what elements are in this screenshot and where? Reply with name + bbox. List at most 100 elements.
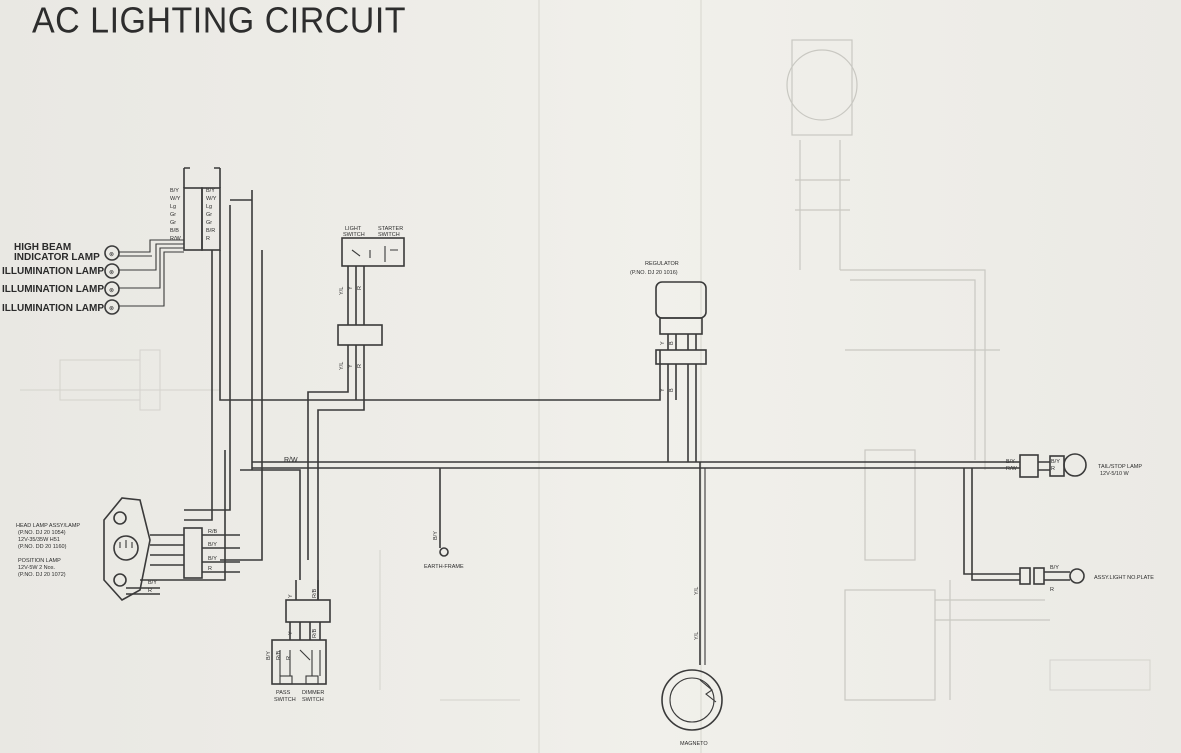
main-connector bbox=[183, 167, 221, 251]
illumination-label-2: ILLUMINATION LAMP bbox=[2, 284, 104, 295]
high-beam-label-2: INDICATOR LAMP bbox=[14, 252, 100, 263]
svg-text:R: R bbox=[148, 588, 152, 594]
svg-text:STARTER: STARTER bbox=[378, 226, 403, 232]
svg-text:PASS: PASS bbox=[276, 690, 291, 696]
svg-text:B/Y: B/Y bbox=[1050, 565, 1059, 571]
svg-text:B: B bbox=[669, 341, 675, 345]
illumination-lamp-2: ⊗ bbox=[104, 281, 120, 297]
head-lamp-assembly: R/B B/Y B/Y R B/Y R HEAD LAMP ASSY/LAMP … bbox=[16, 497, 240, 602]
svg-text:R: R bbox=[1051, 466, 1055, 472]
illumination-lamp-1: ⊗ bbox=[104, 263, 120, 279]
svg-text:R/B: R/B bbox=[276, 651, 282, 661]
main-rw-wire: R/W bbox=[252, 457, 1020, 469]
connector-left-wire-label: Gr bbox=[170, 220, 176, 226]
lamp-wiring bbox=[118, 239, 184, 307]
svg-text:ASSY.LIGHT NO.PLATE: ASSY.LIGHT NO.PLATE bbox=[1094, 575, 1154, 581]
svg-text:B/Y: B/Y bbox=[208, 542, 217, 548]
svg-text:R: R bbox=[357, 364, 363, 368]
svg-text:LIGHT: LIGHT bbox=[345, 226, 362, 232]
connector-right-wire-label: Gr bbox=[206, 212, 212, 218]
earth-frame: B/Y EARTH-FRAME bbox=[424, 468, 464, 570]
fold-line bbox=[700, 0, 702, 753]
connector-right-wire-label: B/Y bbox=[206, 188, 215, 194]
connector-left-wire-label: Lg bbox=[170, 204, 176, 210]
svg-text:(P.NO. DJ 20 1054): (P.NO. DJ 20 1054) bbox=[18, 530, 66, 536]
ghost-background bbox=[20, 39, 1151, 701]
light-starter-switch: LIGHT SWITCH STARTER SWITCH Y/L Y R Y/L … bbox=[307, 226, 405, 600]
svg-text:12V-35/35W H51: 12V-35/35W H51 bbox=[18, 537, 60, 543]
svg-text:REGULATOR: REGULATOR bbox=[645, 261, 679, 267]
pass-dimmer-switch: Y R/B Y R/B B/Y R/B R PASS SWITCH DIMMER… bbox=[266, 580, 331, 703]
svg-text:(P.NO. DJ 20 1016): (P.NO. DJ 20 1016) bbox=[630, 270, 678, 276]
svg-text:R: R bbox=[286, 656, 292, 660]
svg-text:Y/L: Y/L bbox=[339, 287, 345, 295]
illumination-label-3: ILLUMINATION LAMP bbox=[2, 303, 104, 314]
connector-right-wire-label: B/R bbox=[206, 228, 215, 234]
svg-text:Y: Y bbox=[348, 364, 354, 368]
svg-text:12V-5/10 W: 12V-5/10 W bbox=[1100, 471, 1130, 477]
svg-text:⊗: ⊗ bbox=[109, 270, 114, 276]
high-beam-label-1: HIGH BEAM bbox=[14, 242, 71, 253]
svg-text:B/Y: B/Y bbox=[148, 580, 157, 586]
high-beam-indicator-lamp: ⊗ bbox=[104, 245, 120, 261]
connector-left-wire-label: Gr bbox=[170, 212, 176, 218]
svg-text:B/Y: B/Y bbox=[433, 531, 439, 540]
connector-left-wire-label: R/W bbox=[170, 236, 182, 242]
illumination-label-1: ILLUMINATION LAMP bbox=[2, 266, 104, 277]
svg-text:(P.NO. DJ 20 1072): (P.NO. DJ 20 1072) bbox=[18, 572, 66, 578]
svg-text:SWITCH: SWITCH bbox=[274, 697, 296, 703]
svg-text:Y: Y bbox=[660, 388, 666, 392]
svg-text:R/W: R/W bbox=[1006, 466, 1018, 472]
wire-label: R/W bbox=[284, 457, 298, 464]
svg-text:EARTH-FRAME: EARTH-FRAME bbox=[424, 564, 464, 570]
svg-text:Y/L: Y/L bbox=[339, 362, 345, 370]
diagram-title: AC LIGHTING CIRCUIT bbox=[32, 1, 407, 41]
magneto: MAGNETO Y/L Y/L bbox=[661, 462, 723, 747]
connector-right-wire-label: Lg bbox=[206, 204, 212, 210]
svg-text:B/Y: B/Y bbox=[1051, 459, 1060, 465]
regulator: REGULATOR (P.NO. DJ 20 1016) Y B Y B bbox=[630, 261, 707, 462]
connector-left-wire-label: B/B bbox=[170, 228, 179, 234]
trunk-wires bbox=[140, 190, 661, 581]
svg-text:R: R bbox=[357, 286, 363, 290]
svg-text:(P.NO. DD 20 1160): (P.NO. DD 20 1160) bbox=[18, 544, 67, 550]
svg-text:R: R bbox=[208, 566, 212, 572]
svg-text:B/Y: B/Y bbox=[266, 651, 272, 660]
svg-text:⊗: ⊗ bbox=[109, 306, 114, 312]
svg-text:12V-5W 2 Nos.: 12V-5W 2 Nos. bbox=[18, 565, 55, 571]
svg-text:POSITION LAMP: POSITION LAMP bbox=[18, 558, 61, 564]
svg-text:B/Y: B/Y bbox=[208, 556, 217, 562]
svg-text:SWITCH: SWITCH bbox=[343, 232, 365, 238]
svg-text:Y/L: Y/L bbox=[694, 587, 700, 595]
illumination-lamp-3: ⊗ bbox=[104, 299, 120, 315]
connector-right-wire-label: Gr bbox=[206, 220, 212, 226]
svg-text:Y: Y bbox=[660, 341, 666, 345]
svg-text:R: R bbox=[1050, 587, 1054, 593]
svg-text:⊗: ⊗ bbox=[109, 252, 114, 258]
connector-right-wire-label: W/Y bbox=[206, 196, 217, 202]
number-plate-light: B/Y R ASSY.LIGHT NO.PLATE bbox=[963, 468, 1154, 593]
connector-right-wire-label: R bbox=[206, 236, 210, 242]
svg-text:R/B: R/B bbox=[312, 589, 318, 599]
svg-text:Y: Y bbox=[288, 594, 294, 598]
svg-text:Y: Y bbox=[348, 286, 354, 290]
svg-text:SWITCH: SWITCH bbox=[378, 232, 400, 238]
svg-text:TAIL/STOP LAMP: TAIL/STOP LAMP bbox=[1098, 464, 1142, 470]
svg-text:DIMMER: DIMMER bbox=[302, 690, 324, 696]
tail-stop-lamp: B/Y R/W B/Y R TAIL/STOP LAMP 12V-5/10 W bbox=[1006, 453, 1142, 478]
connector-left-wire-label: W/Y bbox=[170, 196, 181, 202]
svg-text:SWITCH: SWITCH bbox=[302, 697, 324, 703]
svg-text:B/Y: B/Y bbox=[1006, 459, 1015, 465]
svg-text:R/B: R/B bbox=[312, 629, 318, 639]
svg-text:B: B bbox=[669, 388, 675, 392]
svg-text:R/B: R/B bbox=[208, 529, 218, 535]
svg-text:MAGNETO: MAGNETO bbox=[680, 741, 708, 747]
svg-text:Y/L: Y/L bbox=[694, 632, 700, 640]
svg-text:Y: Y bbox=[288, 631, 294, 635]
fold-line bbox=[538, 0, 540, 753]
svg-text:HEAD LAMP ASSY/LAMP: HEAD LAMP ASSY/LAMP bbox=[16, 523, 80, 529]
